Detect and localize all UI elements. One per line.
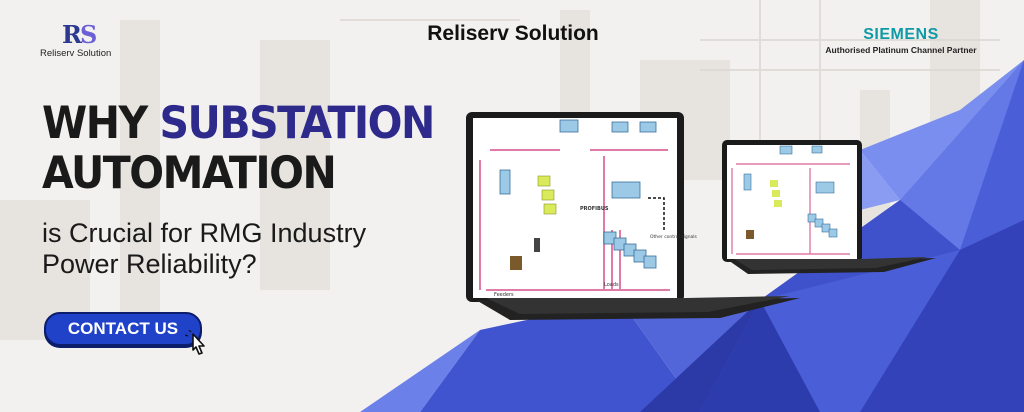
- headline-line-2: AUTOMATION: [42, 147, 337, 199]
- headline-line-4: Power Reliability?: [42, 249, 257, 279]
- small-laptop: [722, 140, 936, 274]
- headline-word-substation: SUBSTATION: [159, 97, 436, 149]
- diagram-loads-label: Loads: [604, 282, 619, 288]
- headline: WHY SUBSTATION AUTOMATION: [42, 96, 435, 199]
- headline-line-3: is Crucial for RMG Industry: [42, 218, 367, 248]
- diagram-other-control-label: Other control signals: [650, 234, 698, 240]
- siemens-brand: SIEMENS: [863, 26, 939, 43]
- diagram-profibus-label: PROFIBUS: [580, 206, 609, 212]
- siemens-partner-badge: SIEMENS Authorised Platinum Channel Part…: [816, 26, 986, 55]
- logo-mark: RS: [62, 20, 97, 49]
- logo-company-name: Reliserv Solution: [40, 48, 112, 59]
- contact-us-button[interactable]: CONTACT US: [44, 312, 202, 346]
- reliserv-logo[interactable]: RS Reliserv Solution: [40, 20, 140, 60]
- headline-subtitle: is Crucial for RMG Industry Power Reliab…: [42, 218, 366, 280]
- header-title: Reliserv Solution: [427, 22, 599, 45]
- headline-word-why: WHY: [42, 97, 148, 149]
- headline-line-1: WHY SUBSTATION: [42, 96, 435, 150]
- logo-letter-s: S: [79, 20, 97, 49]
- pointer-cursor-icon: [185, 330, 205, 355]
- partner-subtitle: Authorised Platinum Channel Partner: [825, 45, 977, 55]
- large-laptop: PROFIBUS Feeders Loads Other control sig…: [466, 112, 800, 320]
- diagram-feeders-label: Feeders: [494, 292, 514, 298]
- logo-letter-r: R: [62, 20, 82, 49]
